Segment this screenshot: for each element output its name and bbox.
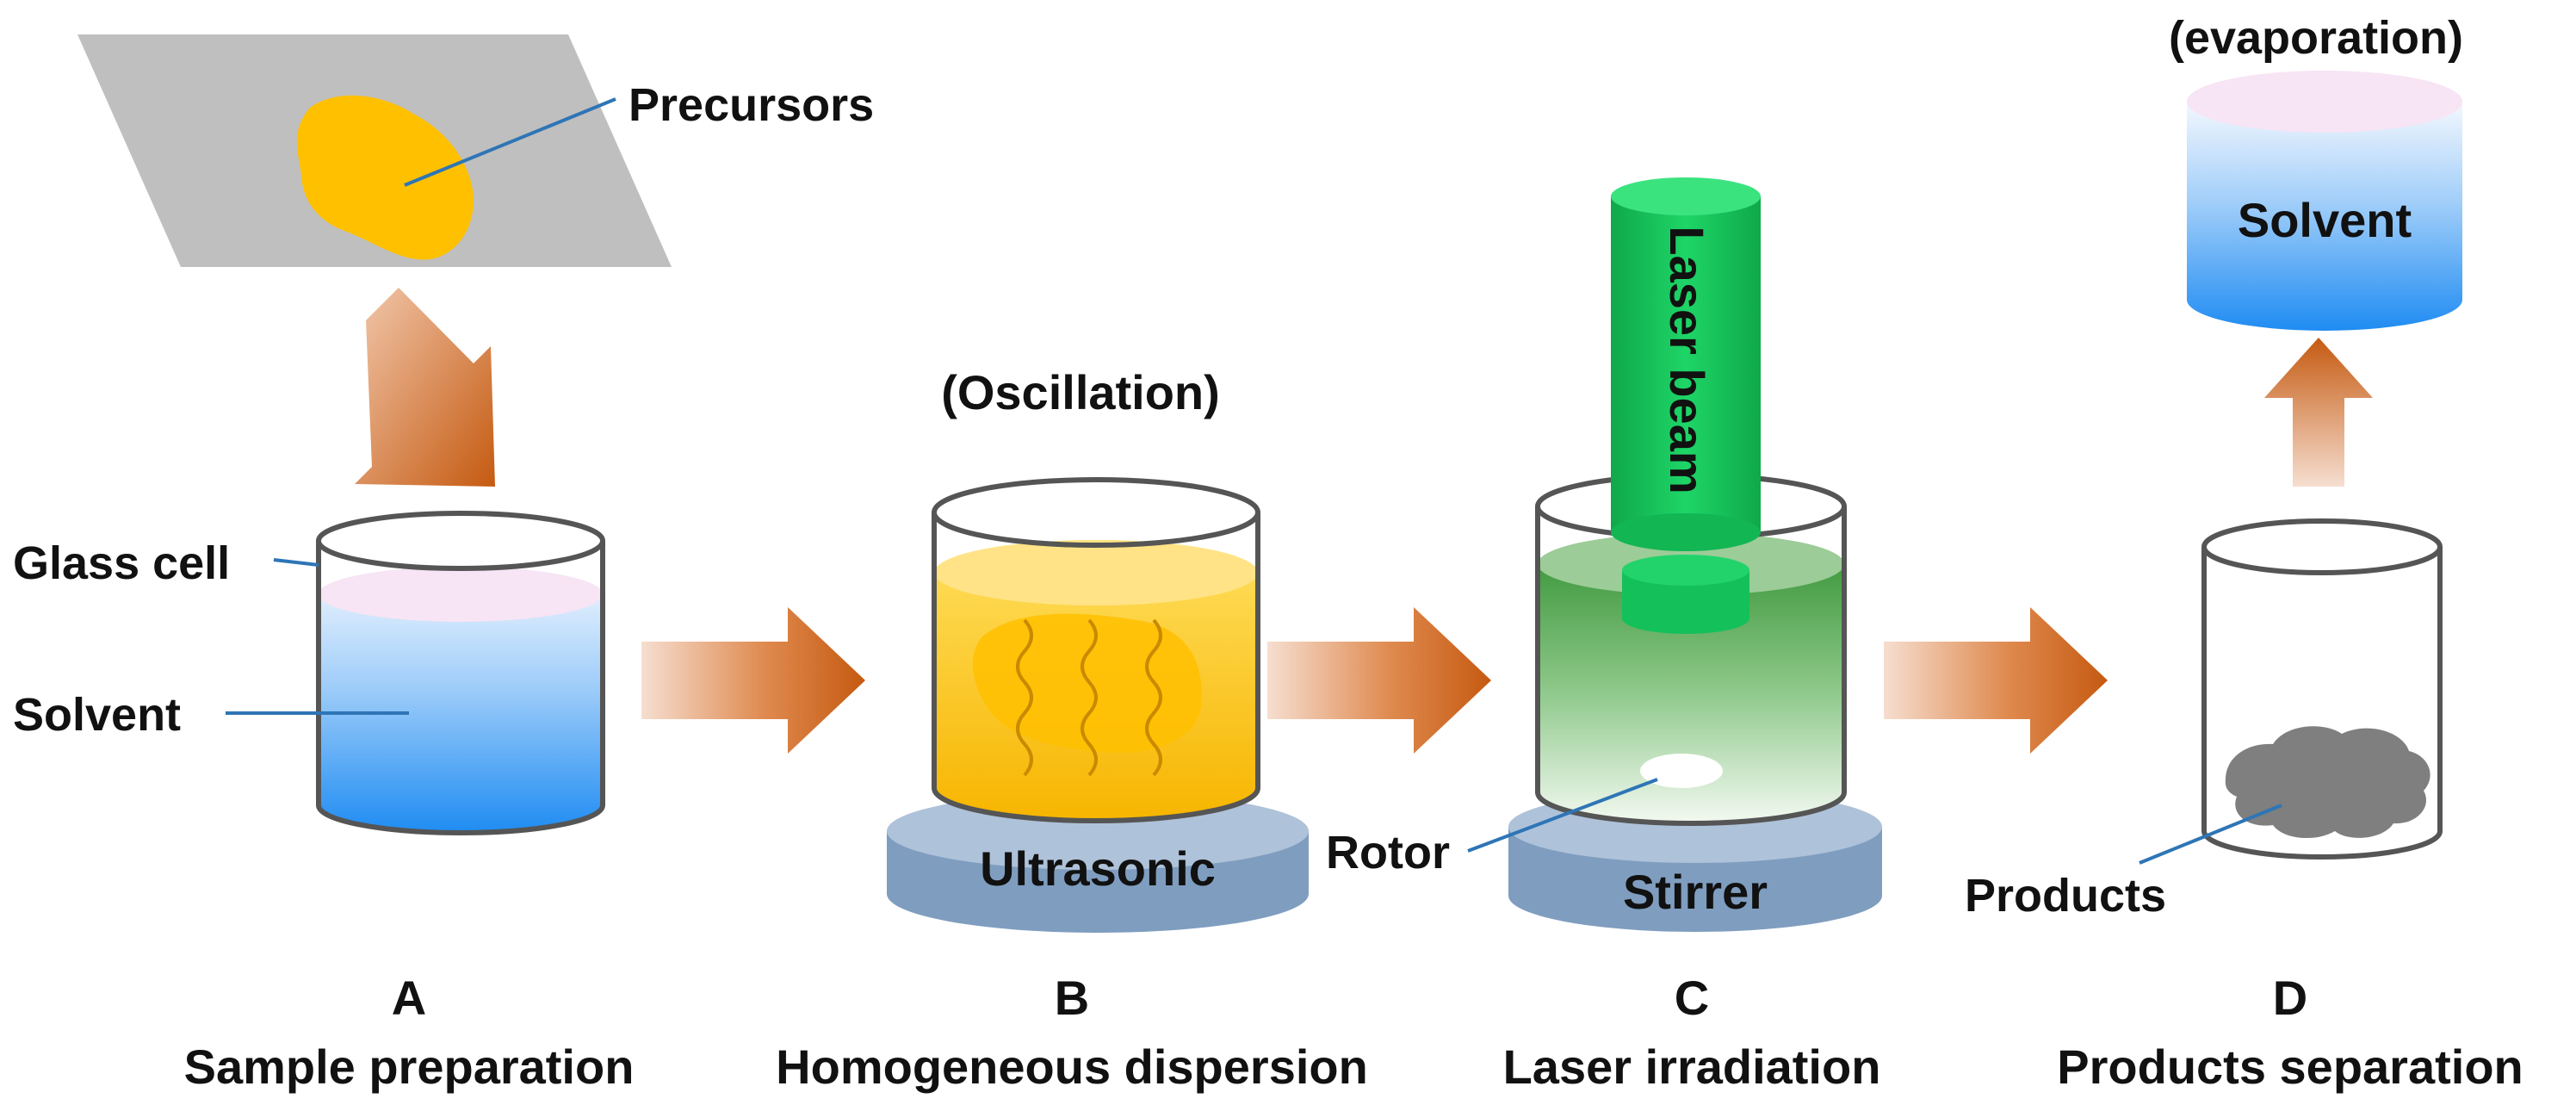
precursors-label: Precursors bbox=[629, 79, 874, 131]
laser-beam-label: Laser beam bbox=[1660, 226, 1714, 493]
products-residue bbox=[2225, 726, 2430, 839]
arrow-a-to-b bbox=[641, 607, 865, 754]
stage-c: Stirrer Laser beam Rotor C Laser irradia… bbox=[1326, 177, 1882, 1094]
arrow-down-to-cell bbox=[355, 288, 495, 487]
evaporation-note: (evaporation) bbox=[2169, 12, 2463, 64]
cell-bottom bbox=[316, 804, 605, 835]
solvent-liquid bbox=[319, 567, 603, 833]
stage-d: (evaporation) Solvent Products D Product… bbox=[1965, 12, 2523, 1094]
cell-rim bbox=[932, 477, 1260, 548]
stage-a-caption: Sample preparation bbox=[184, 1040, 635, 1094]
stage-d-caption: Products separation bbox=[2057, 1040, 2523, 1094]
ultrasonic-wave-1 bbox=[1016, 618, 1033, 777]
dispersed-precursor bbox=[972, 613, 1202, 754]
products-label: Products bbox=[1965, 870, 2166, 922]
glass-cell-d bbox=[2201, 518, 2443, 860]
ultrasonic-wave-3 bbox=[1145, 618, 1162, 777]
cell-bottom bbox=[932, 787, 1260, 823]
oscillation-note: (Oscillation) bbox=[941, 365, 1220, 419]
cell-rim bbox=[2201, 518, 2443, 575]
stage-c-letter: C bbox=[1675, 971, 1709, 1025]
arrow-c-to-d bbox=[1884, 607, 2108, 754]
stage-d-letter: D bbox=[2273, 971, 2307, 1025]
evaporated-solvent-label: Solvent bbox=[2238, 193, 2412, 247]
products-leader-line bbox=[2139, 804, 2282, 865]
irradiated-liquid bbox=[1538, 533, 1844, 823]
cell-rim bbox=[316, 511, 605, 571]
evaporated-solvent-cylinder: Solvent bbox=[2187, 71, 2462, 331]
stage-b-caption: Homogeneous dispersion bbox=[776, 1040, 1368, 1094]
arrow-up-evaporation bbox=[2264, 338, 2373, 487]
laser-beam: Laser beam bbox=[1611, 177, 1761, 634]
solvent-surface bbox=[319, 567, 603, 622]
stage-b: (Oscillation) Ultrasonic B Homogeneous d… bbox=[776, 365, 1368, 1094]
stirrer-label: Stirrer bbox=[1623, 865, 1768, 919]
rotor bbox=[1640, 754, 1723, 788]
rotor-label: Rotor bbox=[1326, 827, 1450, 878]
stage-a-letter: A bbox=[392, 971, 426, 1025]
stage-c-caption: Laser irradiation bbox=[1503, 1040, 1881, 1094]
solvent-label: Solvent bbox=[13, 689, 181, 741]
stirrer-base: Stirrer bbox=[1508, 791, 1882, 932]
dispersion-surface bbox=[934, 540, 1258, 605]
laser-tip bbox=[1622, 570, 1749, 634]
precursors-leader-line bbox=[404, 97, 616, 187]
precursor-blob bbox=[296, 95, 474, 260]
glass-cell-a bbox=[316, 511, 605, 835]
rotor-leader-line bbox=[1467, 778, 1658, 853]
arrow-b-to-c bbox=[1267, 607, 1491, 754]
stage-a: Precursors Glass cell Solvent A Sample p… bbox=[13, 34, 874, 1094]
glass-cell-leader-line bbox=[273, 558, 319, 567]
stage-b-letter: B bbox=[1055, 971, 1089, 1025]
ultrasonic-label: Ultrasonic bbox=[980, 841, 1216, 896]
glass-cell-label: Glass cell bbox=[13, 537, 230, 589]
cell-bottom bbox=[2201, 830, 2443, 860]
glass-cell-b bbox=[932, 477, 1260, 823]
ultrasonic-wave-2 bbox=[1081, 618, 1098, 777]
cell-bottom bbox=[1535, 791, 1847, 826]
